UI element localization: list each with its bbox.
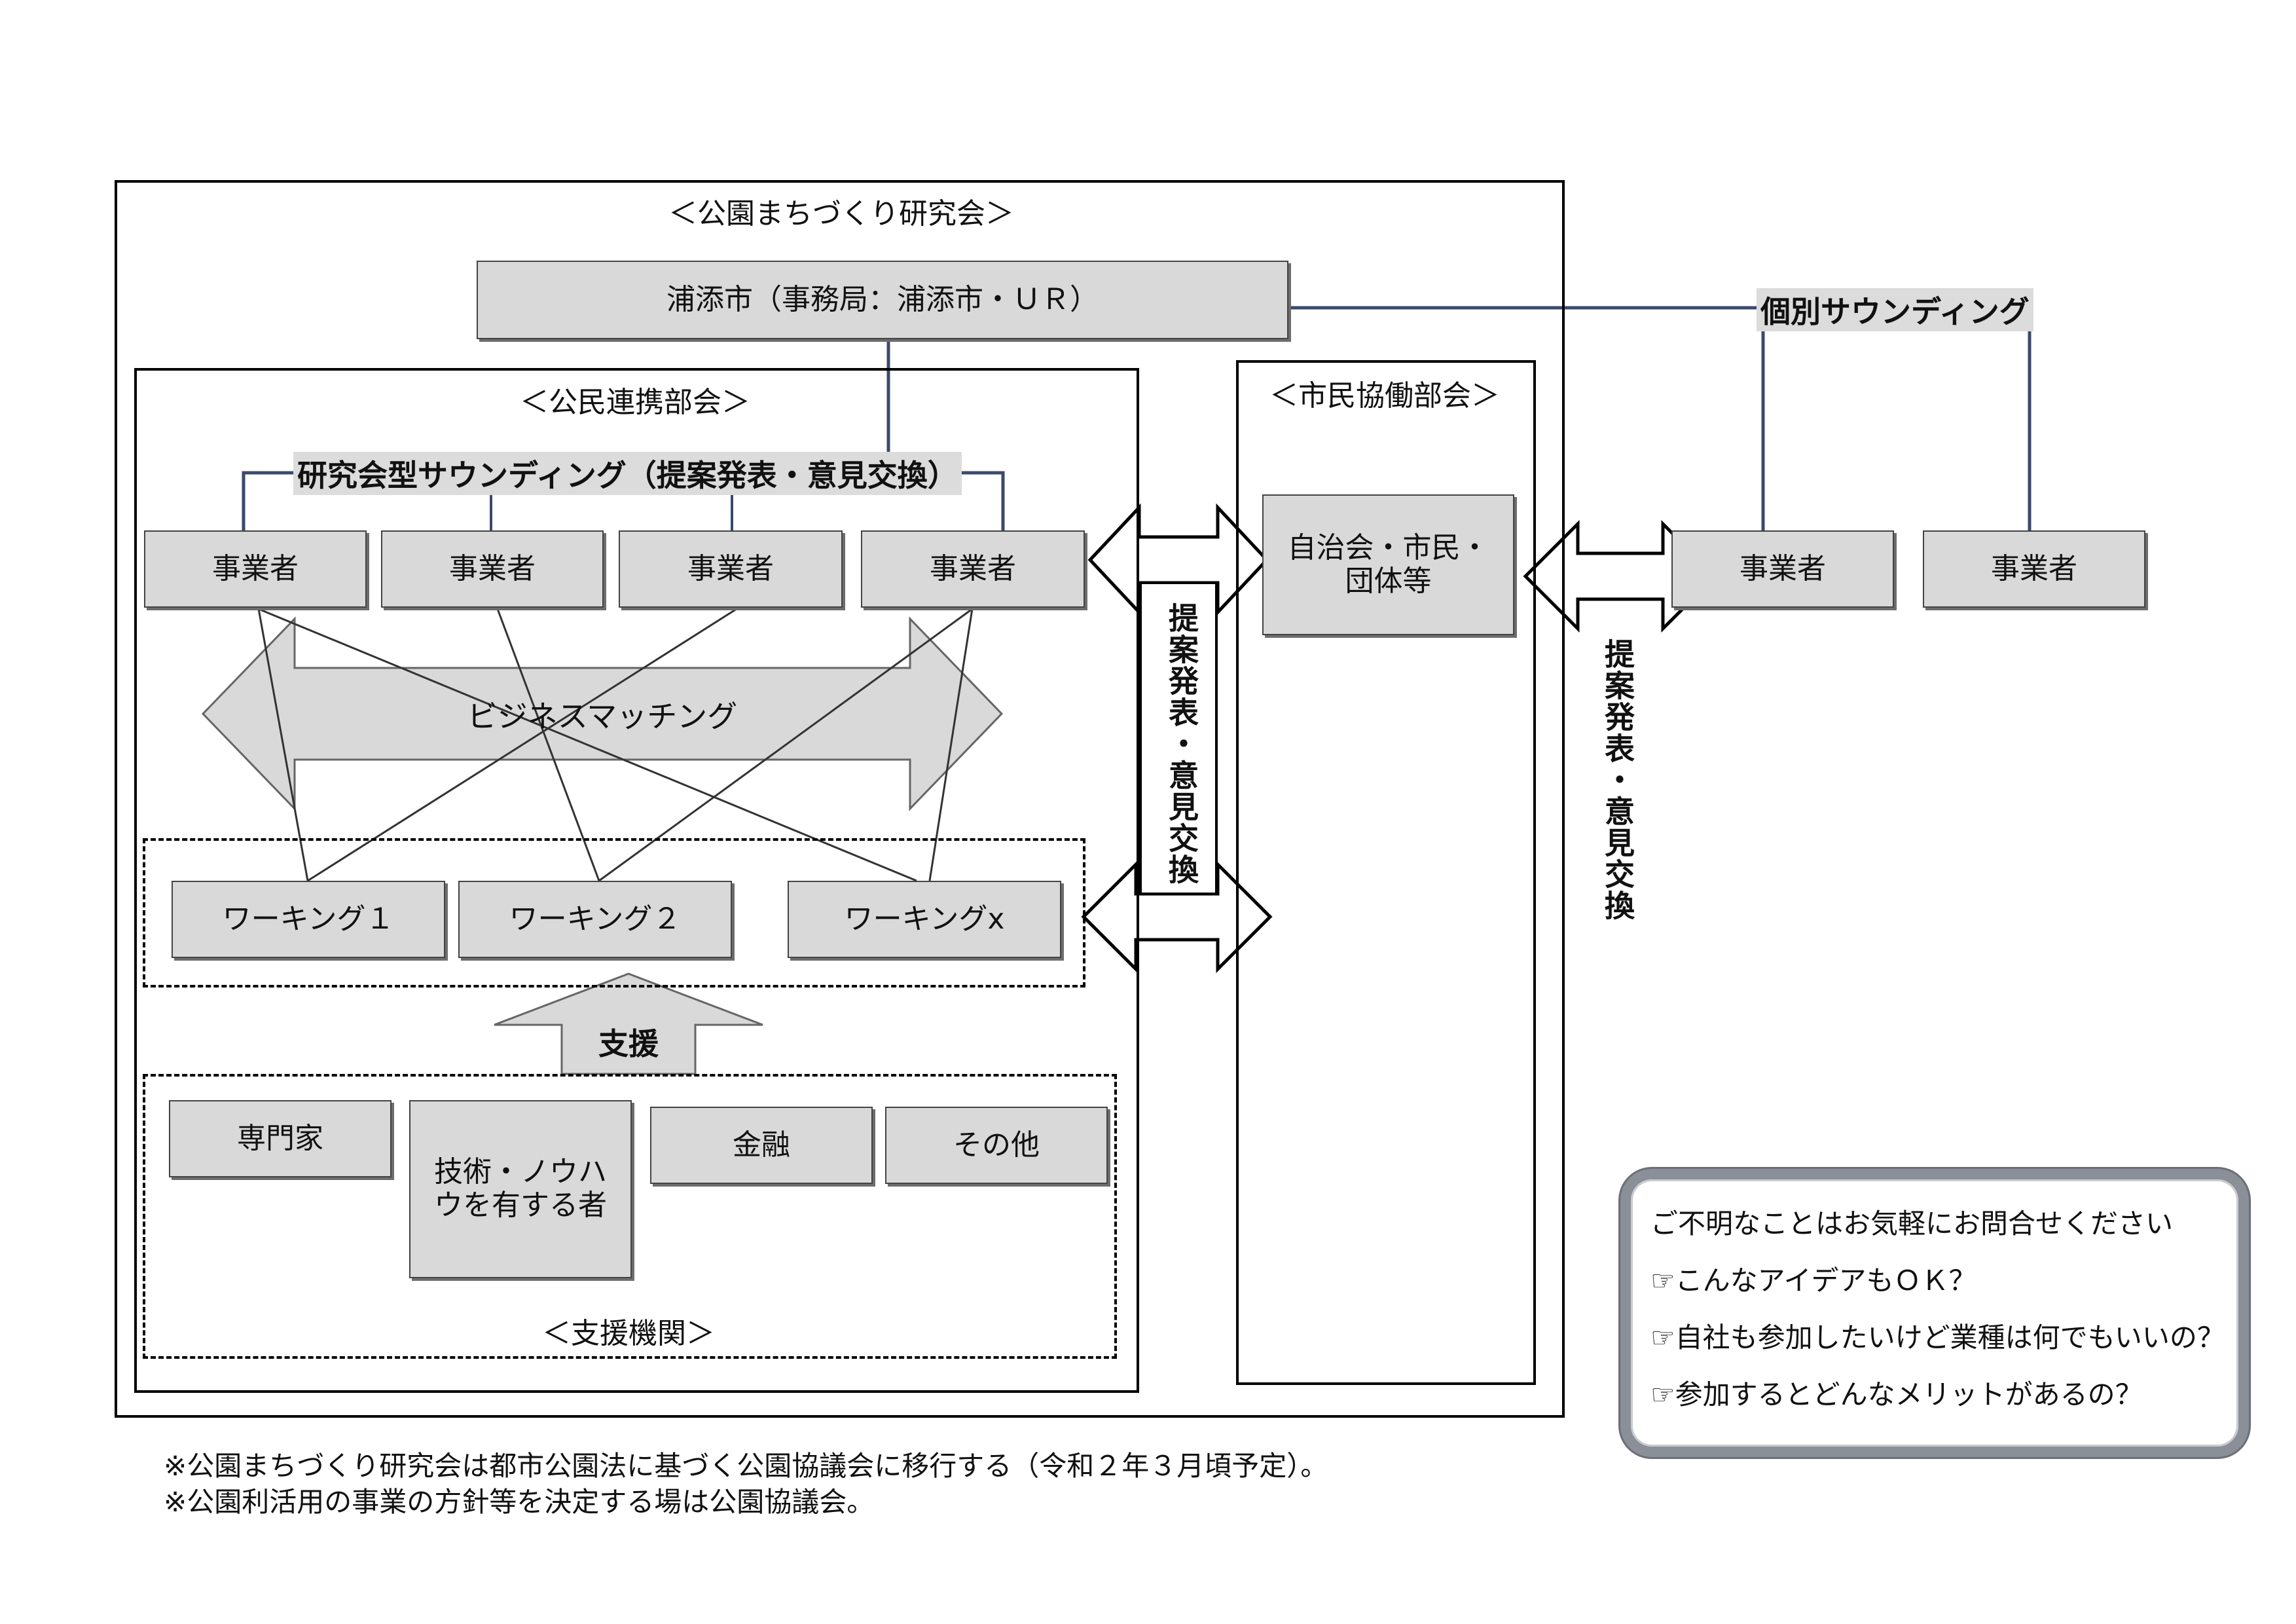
operator-box-4: 事業者 [861, 530, 1085, 608]
exchange-text-right: 提案発表・意見交換 [1600, 638, 1635, 921]
support-orgs-area [143, 1074, 1117, 1359]
inquiry-heading: ご不明なことはお気軽にお問合せください [1650, 1208, 2174, 1240]
working-box-2: ワーキング２ [458, 881, 732, 958]
public-private-title: ＜公民連携部会＞ [520, 386, 750, 419]
connector-ext-operator-2 [2022, 306, 2032, 530]
support-orgs-title: ＜支援機関＞ [542, 1317, 715, 1350]
supporter-experts: 専門家 [169, 1100, 392, 1177]
support-label: 支援 [598, 1026, 659, 1061]
supporter-knowhow: 技術・ノウハウを有する者 [409, 1100, 632, 1278]
citizen-frame [1236, 360, 1536, 1385]
inquiry-item: ☞こんなアイデアもＯＫ？ [1650, 1264, 1977, 1297]
business-matching-label: ビジネスマッチング [467, 699, 738, 734]
footnote-2: ※公園利活用の事業の方針等を決定する場は公園協議会。 [164, 1486, 875, 1518]
exchange-band [1139, 581, 1218, 895]
footnote-1: ※公園まちづくり研究会は都市公園法に基づく公園協議会に移行する（令和２年３月頃予… [164, 1450, 1328, 1482]
exchange-text-left: 提案発表・意見交換 [1164, 602, 1199, 885]
operator-box-3: 事業者 [619, 530, 843, 608]
public-private-frame [134, 368, 1139, 1393]
operator-box-1: 事業者 [144, 530, 367, 608]
working-box-x: ワーキングx [788, 881, 1061, 958]
citizen-title: ＜市民協働部会＞ [1269, 379, 1500, 413]
business-matching-arrow [201, 616, 1004, 811]
individual-sounding-label: 個別サウンディング [1757, 288, 2033, 331]
external-operator-box-2: 事業者 [1923, 530, 2145, 608]
inquiry-item: ☞自社も参加したいけど業種は何でもいいの？ [1650, 1321, 2225, 1354]
operator-box-2: 事業者 [381, 530, 604, 608]
supporter-other: その他 [885, 1107, 1108, 1184]
working-box-1: ワーキング１ [172, 881, 445, 958]
research-sounding-label: 研究会型サウンディング（提案発表・意見交換） [293, 452, 962, 495]
exchange-arrow-lower [1081, 860, 1273, 974]
citizen-groups-box: 自治会・市民・団体等 [1262, 494, 1514, 635]
supporter-finance: 金融 [650, 1107, 873, 1184]
urasoe-city-box: 浦添市（事務局：浦添市・ＵＲ） [477, 261, 1288, 339]
research-group-frame [115, 180, 1565, 1418]
research-group-title: ＜公園まちづくり研究会＞ [668, 197, 1014, 231]
workings-area [143, 838, 1085, 987]
support-arrow [494, 972, 763, 1075]
matching-lines [257, 608, 974, 882]
inquiry-item: ☞参加するとどんなメリットがあるの？ [1650, 1378, 2143, 1411]
external-operator-box-1: 事業者 [1671, 530, 1894, 608]
inquiry-box: ご不明なことはお気軽にお問合せください ☞こんなアイデアもＯＫ？ ☞自社も参加し… [1620, 1169, 2249, 1457]
